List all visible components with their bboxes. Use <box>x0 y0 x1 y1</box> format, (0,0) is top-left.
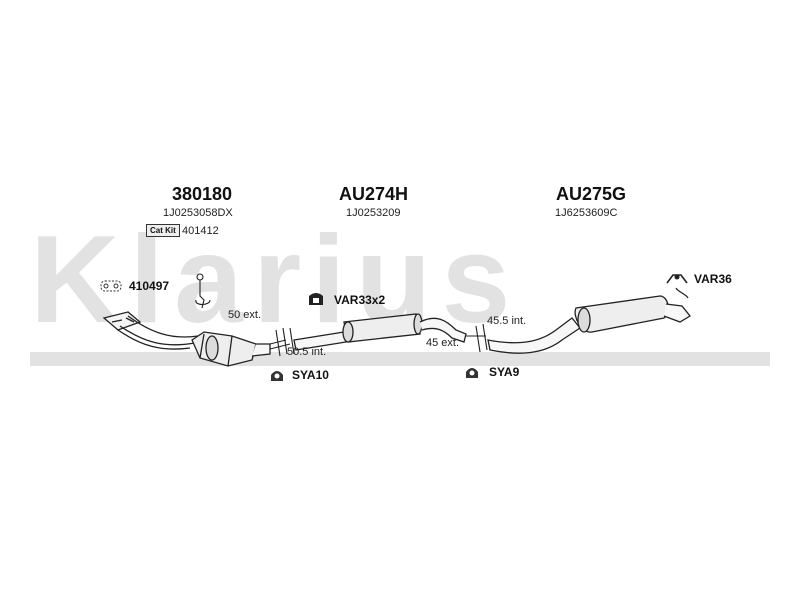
part-number-middle: AU274H <box>339 184 409 204</box>
mount-rubber-rear-icon <box>466 368 478 378</box>
part-number-front: 380180 <box>172 184 233 204</box>
front-ext-dimension: 50 ext. <box>228 309 262 321</box>
mount-front-number: SYA10 <box>292 368 329 382</box>
oem-number-rear: 1J6253609C <box>555 207 618 219</box>
middle-section <box>293 313 467 351</box>
lambda-probe <box>195 273 211 309</box>
oem-number-middle: 1J0253209 <box>346 207 401 219</box>
front-downpipe <box>102 311 199 350</box>
clamp-icon <box>309 293 323 305</box>
rear-int-dimension: 45.5 int. <box>487 315 527 327</box>
mount-rear-number: SYA9 <box>489 365 520 379</box>
front-joint <box>269 327 295 357</box>
catalytic-converter <box>191 331 271 367</box>
rear-ext-dimension: 45 ext. <box>426 337 460 349</box>
gasket-icon <box>100 280 122 292</box>
part-number-rear: AU275G <box>556 184 627 204</box>
mount-rubber-front-icon <box>271 371 283 381</box>
rear-joint <box>466 323 488 353</box>
hanger-icon <box>666 274 688 284</box>
rear-section <box>487 287 691 354</box>
hanger-number: VAR36 <box>694 272 732 286</box>
front-int-dimension: 50.5 int. <box>287 346 327 358</box>
cat-kit-number: 401412 <box>182 225 219 237</box>
cat-kit-badge: Cat Kit <box>146 224 180 237</box>
clamp-number: VAR33x2 <box>334 293 386 307</box>
oem-number-front: 1J0253058DX <box>163 207 233 219</box>
gasket-number: 410497 <box>129 279 170 293</box>
